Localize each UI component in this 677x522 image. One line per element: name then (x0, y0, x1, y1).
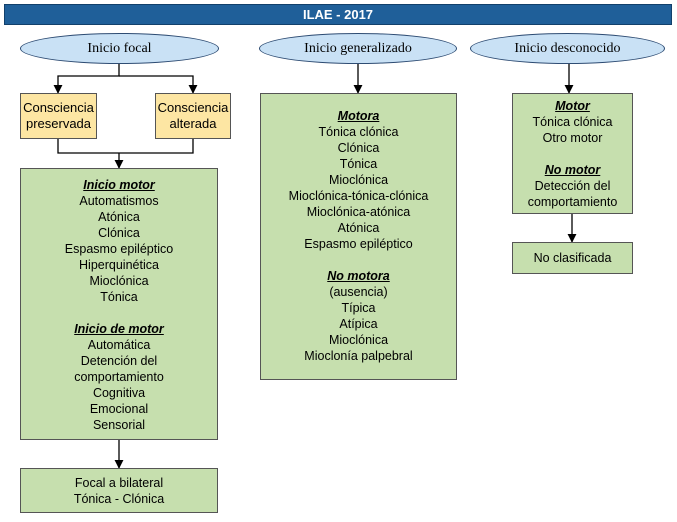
generalized-onset-label: Inicio generalizado (304, 40, 412, 56)
list-item: Mioclónica (89, 274, 149, 288)
awareness-altered-box: Consciencia alterada (155, 93, 231, 139)
list-item: Atónica (98, 210, 140, 224)
unknown-motor-heading: Motor (555, 99, 590, 113)
list-item: Mioclónica (328, 333, 389, 347)
list-item: Automatismos (79, 194, 159, 208)
list-item: (ausencia) (329, 285, 388, 299)
list-item: Mioclónica (328, 173, 389, 187)
unknown-onset-label: Inicio desconocido (514, 40, 621, 56)
generalized-classification-box: Motora Tónica clónica Clónica Tónica Mio… (260, 93, 457, 380)
list-item: Mioclónica-tónica-clónica (288, 189, 429, 203)
list-item: Tónica clónica (532, 115, 613, 129)
list-item: Atípica (339, 317, 378, 331)
list-item: Clónica (337, 141, 380, 155)
awareness-altered-line: Consciencia (157, 100, 229, 115)
focal-split-connector (53, 64, 120, 94)
focal-classification-box: Inicio motor Automatismos Atónica Clónic… (20, 168, 218, 440)
list-item: Detención del (80, 354, 158, 368)
focal-to-bilateral-box: Focal a bilateral Tónica - Clónica (20, 468, 218, 513)
list-item: Tónica clónica (318, 125, 399, 139)
list-item: Tónica (339, 157, 378, 171)
unknown-nonmotor-heading: No motor (544, 163, 601, 177)
unclassified-label: No clasificada (533, 251, 612, 265)
unknown-onset-node: Inicio desconocido (470, 33, 665, 64)
list-item: Automática (87, 338, 151, 352)
title-banner: ILAE - 2017 (4, 4, 672, 25)
generalized-motor-heading: Motora (337, 109, 380, 123)
awareness-merge-connector (57, 139, 194, 154)
generalized-onset-node: Inicio generalizado (259, 33, 457, 64)
bilateral-line: Focal a bilateral (74, 475, 164, 490)
awareness-preserved-line: Consciencia (23, 100, 94, 115)
unknown-classification-box: Motor Tónica clónica Otro motor No motor… (512, 93, 633, 214)
list-item: Emocional (89, 402, 149, 416)
list-item: Típica (341, 301, 376, 315)
focal-motor-heading: Inicio motor (83, 178, 155, 192)
list-item: Mioclonía palpebral (304, 349, 413, 363)
list-item: Detección del (534, 179, 611, 193)
list-item: Cognitiva (92, 386, 146, 400)
list-item: Tónica (100, 290, 138, 304)
list-item: Espasmo epiléptico (64, 242, 174, 256)
focal-nonmotor-heading: Inicio de motor (74, 322, 164, 336)
list-item: Sensorial (92, 418, 146, 432)
list-item: comportamiento (527, 195, 618, 209)
focal-onset-label: Inicio focal (87, 40, 152, 56)
list-item: comportamiento (74, 370, 164, 384)
awareness-preserved-box: Consciencia preservada (20, 93, 97, 139)
list-item: Espasmo epiléptico (304, 237, 413, 251)
focal-onset-node: Inicio focal (20, 33, 219, 64)
list-item: Hiperquinética (79, 258, 159, 272)
generalized-nonmotor-heading: No motora (327, 269, 390, 283)
list-item: Atónica (337, 221, 380, 235)
bilateral-line: Tónica - Clónica (73, 491, 165, 506)
awareness-altered-line: alterada (169, 116, 217, 131)
list-item: Mioclónica-atónica (306, 205, 411, 219)
list-item: Otro motor (542, 131, 603, 145)
focal-split-connector-right (119, 75, 198, 94)
list-item: Clónica (98, 226, 140, 240)
unclassified-box: No clasificada (512, 242, 633, 274)
awareness-preserved-line: preservada (25, 116, 92, 131)
title-text: ILAE - 2017 (302, 7, 374, 22)
